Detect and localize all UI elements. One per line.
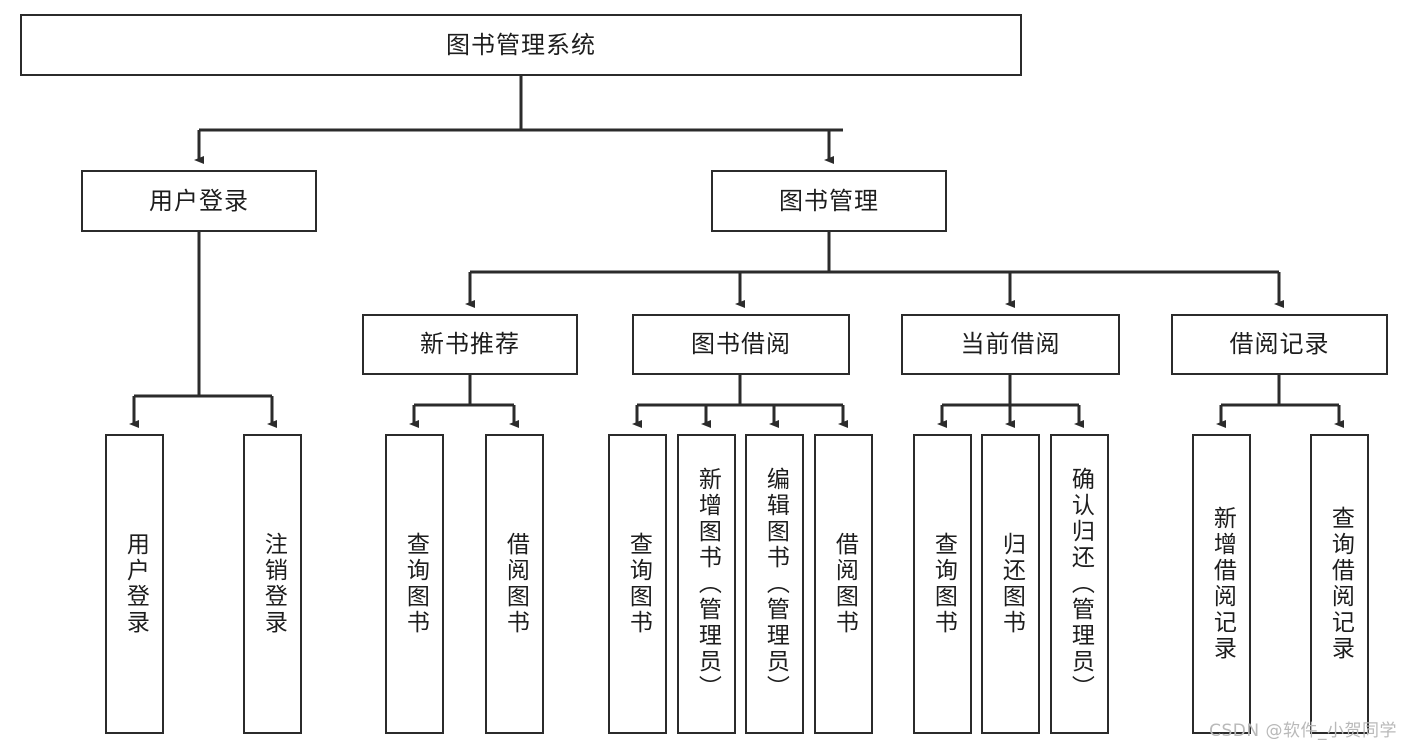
node-leaf-borrow-book[interactable]: 借阅图书 xyxy=(814,434,873,734)
node-user-login[interactable]: 用户登录 xyxy=(81,170,317,232)
node-label: 确认归还（管理员） xyxy=(1067,467,1094,701)
node-label: 注销登录 xyxy=(260,532,287,636)
node-label: 用户登录 xyxy=(122,532,149,636)
node-leaf-query-book-current[interactable]: 查询图书 xyxy=(913,434,972,734)
node-label: 借阅图书 xyxy=(831,532,858,636)
node-leaf-borrow-book-recommend[interactable]: 借阅图书 xyxy=(485,434,544,734)
node-label: 查询图书 xyxy=(402,532,429,636)
node-label: 查询图书 xyxy=(625,532,652,636)
node-leaf-add-borrow-record[interactable]: 新增借阅记录 xyxy=(1192,434,1251,734)
node-leaf-query-book-recommend[interactable]: 查询图书 xyxy=(385,434,444,734)
node-leaf-logout[interactable]: 注销登录 xyxy=(243,434,302,734)
watermark-text: CSDN @软件_小贺同学 xyxy=(1209,721,1397,741)
node-label: 借阅图书 xyxy=(502,532,529,636)
node-root-system[interactable]: 图书管理系统 xyxy=(20,14,1022,76)
node-label: 新增借阅记录 xyxy=(1209,506,1236,662)
node-label: 编辑图书（管理员） xyxy=(762,467,789,701)
node-label: 当前借阅 xyxy=(960,330,1061,359)
node-leaf-query-borrow-record[interactable]: 查询借阅记录 xyxy=(1310,434,1369,734)
node-label: 图书借阅 xyxy=(691,330,791,359)
node-label: 借阅记录 xyxy=(1229,330,1330,359)
node-borrow-record[interactable]: 借阅记录 xyxy=(1171,314,1388,375)
node-label: 查询图书 xyxy=(930,532,957,636)
node-book-borrow[interactable]: 图书借阅 xyxy=(632,314,850,375)
node-current-borrow[interactable]: 当前借阅 xyxy=(901,314,1120,375)
node-leaf-query-book-borrow[interactable]: 查询图书 xyxy=(608,434,667,734)
node-book-management[interactable]: 图书管理 xyxy=(711,170,947,232)
node-label: 查询借阅记录 xyxy=(1327,506,1354,662)
node-label: 图书管理系统 xyxy=(446,30,596,59)
node-leaf-confirm-return-admin[interactable]: 确认归还（管理员） xyxy=(1050,434,1109,734)
node-leaf-add-book-admin[interactable]: 新增图书（管理员） xyxy=(677,434,736,734)
node-label: 用户登录 xyxy=(149,186,249,215)
node-label: 图书管理 xyxy=(779,186,879,215)
node-leaf-edit-book-admin[interactable]: 编辑图书（管理员） xyxy=(745,434,804,734)
node-new-book-recommend[interactable]: 新书推荐 xyxy=(362,314,578,375)
node-label: 归还图书 xyxy=(998,532,1025,636)
node-leaf-user-login[interactable]: 用户登录 xyxy=(105,434,164,734)
node-label: 新增图书（管理员） xyxy=(694,467,721,701)
node-label: 新书推荐 xyxy=(420,330,520,359)
node-leaf-return-book[interactable]: 归还图书 xyxy=(981,434,1040,734)
